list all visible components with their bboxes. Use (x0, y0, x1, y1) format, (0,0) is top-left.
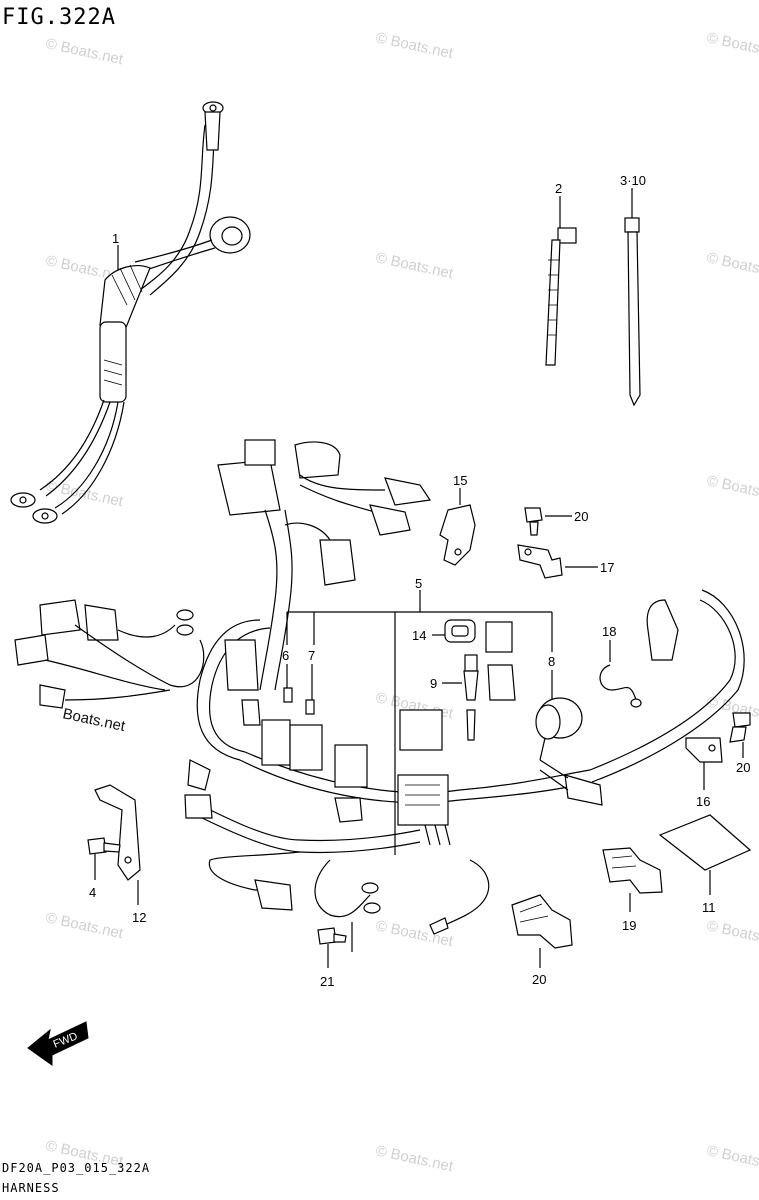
clip-part-19 (511, 894, 573, 949)
bracket-callout-5 (286, 590, 553, 855)
callout-7[interactable]: 7 (308, 648, 315, 663)
fwd-arrow-icon: FWD (27, 1021, 89, 1066)
figure-title: FIG.322A (2, 5, 116, 30)
callout-20-upper[interactable]: 20 (574, 509, 588, 524)
watermark: © Boats.net (705, 249, 759, 282)
watermark: © Boats.net (44, 909, 125, 942)
bracket-part-15 (685, 737, 723, 763)
figure-caption: HARNESS (2, 1181, 60, 1195)
watermark: © Boats.net (374, 29, 455, 62)
grommet-part-13 (444, 619, 513, 653)
callout-9[interactable]: 9 (430, 676, 437, 691)
watermark: © Boats.net (374, 1142, 455, 1175)
bolt-part-21 (317, 927, 347, 945)
callout-21[interactable]: 21 (320, 974, 334, 989)
callout-15[interactable]: 16 (696, 794, 710, 809)
watermark: © Boats.net (705, 1142, 759, 1175)
callout-13[interactable]: 14 (412, 628, 426, 643)
callout-11[interactable]: 11 (702, 900, 716, 915)
watermark: © Boats.net (44, 35, 125, 68)
figure-code: DF20A_P03_015_322A (2, 1161, 150, 1175)
callout-16[interactable]: 17 (600, 560, 614, 575)
clip-part-18 (602, 847, 663, 894)
callout-6[interactable]: 6 (282, 648, 289, 663)
bracket-part-12 (94, 784, 141, 881)
bolt-part-4 (87, 837, 121, 855)
band-part-17 (599, 664, 642, 708)
callout-1[interactable]: 1 (112, 231, 119, 246)
callout-4[interactable]: 4 (89, 885, 96, 900)
clamp-band-part-2 (545, 227, 577, 366)
buzzer-part-8 (535, 697, 583, 761)
battery-cable-part-1 (10, 101, 251, 524)
callout-8[interactable]: 8 (548, 654, 555, 669)
callout-19[interactable]: 20 (532, 972, 546, 987)
callout-12[interactable]: 12 (132, 910, 146, 925)
sensor-part-9 (463, 654, 479, 741)
bolt-part-20-lower (729, 712, 751, 743)
callout-17[interactable]: 18 (602, 624, 616, 639)
sheet-part-11 (658, 814, 752, 871)
watermark: © Boats.net (705, 917, 759, 950)
callout-20-lower[interactable]: 20 (736, 760, 750, 775)
watermarks: © Boats.net © Boats.net © Boats.net © Bo… (44, 29, 759, 1175)
bolt-part-20-upper (524, 507, 543, 536)
callout-3-10[interactable]: 3·10 (620, 173, 646, 188)
watermark: Boats.net (61, 705, 127, 735)
watermark: © Boats.net (705, 472, 759, 505)
callout-18[interactable]: 19 (622, 918, 636, 933)
main-wire-harness (14, 439, 745, 935)
bracket-part-14 (439, 504, 476, 566)
clamp-part-16 (517, 544, 563, 579)
callout-2[interactable]: 2 (555, 181, 562, 196)
callout-5[interactable]: 5 (415, 576, 422, 591)
watermark: © Boats.net (374, 249, 455, 282)
watermark: © Boats.net (705, 29, 759, 62)
callout-14[interactable]: 15 (453, 473, 467, 488)
cable-tie-part-3 (624, 217, 641, 407)
